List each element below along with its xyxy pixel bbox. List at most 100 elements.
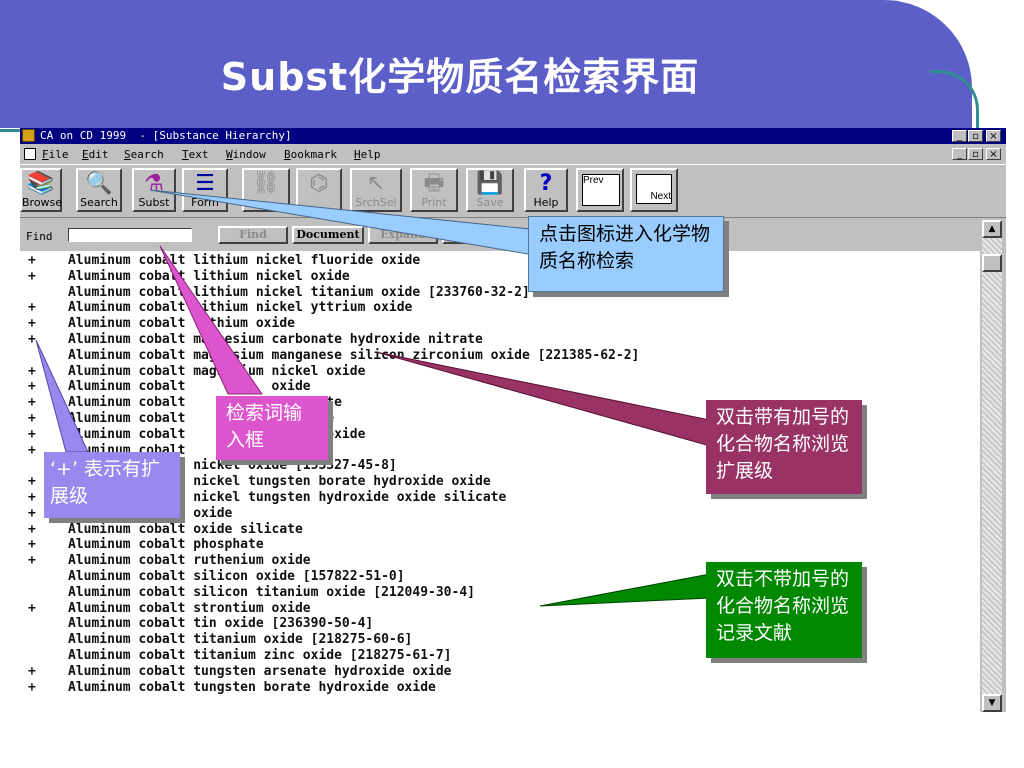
form-lines-icon: ☰: [195, 171, 215, 196]
substance-name: Aluminum cobalt magnesium manganese sili…: [68, 347, 640, 363]
substance-name: Aluminum cobalt silicon oxide [157822-51…: [68, 569, 405, 584]
list-item[interactable]: Aluminum cobalt magnesium manganese sili…: [20, 348, 980, 364]
vertical-scrollbar[interactable]: ▲ ▼: [982, 220, 1002, 712]
toolbar-browse-button[interactable]: 📚 Browse: [20, 168, 62, 212]
app-icon[interactable]: [22, 129, 35, 142]
toolbar-help-button[interactable]: ? Help: [524, 168, 568, 212]
expand-plus-icon: +: [28, 490, 36, 505]
expand-plus-icon: +: [28, 426, 36, 442]
substance-name: Aluminum cobalt oxide: [68, 379, 311, 395]
list-item[interactable]: Aluminum cobalt titanium oxide [218275-6…: [20, 632, 980, 648]
list-item[interactable]: Aluminum cobalt tin oxide [236390-50-4]: [20, 616, 980, 632]
toolbar-next-button[interactable]: Next: [630, 168, 678, 212]
list-item[interactable]: +Aluminum cobalt lithium nickel fluoride…: [20, 253, 980, 269]
substance-name: Aluminum cobalt titanium oxide [218275-6…: [68, 632, 413, 648]
find-button[interactable]: Find: [218, 226, 288, 244]
toolbar-structure-button[interactable]: ⌬: [296, 168, 342, 212]
list-item[interactable]: + Aluminum cobalt lithium oxide: [20, 316, 980, 332]
list-item[interactable]: +Aluminum cobalt tungsten arsenate hydro…: [20, 664, 980, 680]
list-item[interactable]: + Aluminum cobalt oxide: [20, 379, 980, 395]
expand-plus-icon: +: [28, 537, 36, 553]
substance-name: Aluminum cobalt magnesium nickel oxide: [68, 363, 366, 379]
toolbar-subst-button[interactable]: ⚗ Subst: [132, 168, 176, 212]
substance-name: Aluminum cobalt silicon titanium oxide […: [68, 584, 475, 600]
toolbar-label: Help: [533, 196, 559, 209]
list-item[interactable]: + Aluminum cobalt magnesium nickel oxide: [20, 364, 980, 380]
toolbar-label: Browse: [22, 196, 63, 209]
expand-plus-icon: +: [28, 316, 36, 332]
flask-icon: ⚗: [144, 171, 164, 196]
list-item[interactable]: +Aluminum cobalt lithium nickel yttrium …: [20, 300, 980, 316]
substance-name: Aluminum cobalt strontium oxide: [68, 600, 311, 616]
child-close-button[interactable]: ×: [986, 148, 1001, 160]
slide-title-banner: [0, 0, 972, 128]
find-bar: Find Find Document Expand: [20, 220, 980, 250]
list-item[interactable]: Aluminum cobalt silicon oxide [157822-51…: [20, 569, 980, 585]
substance-name: Aluminum cobalt lithium nickel oxide: [68, 268, 350, 284]
list-item[interactable]: +Aluminum cobalt oxide silicate: [20, 522, 980, 538]
menu-window[interactable]: Window: [226, 148, 266, 161]
prev-page-icon: Prev: [582, 174, 620, 206]
expand-plus-icon: +: [28, 411, 36, 426]
scroll-thumb[interactable]: [982, 254, 1002, 272]
menu-edit[interactable]: Edit: [82, 148, 109, 161]
menu-search[interactable]: Search: [124, 148, 164, 161]
window-title: CA on CD 1999 - [Substance Hierarchy]: [40, 129, 292, 142]
list-item[interactable]: +Aluminum cobalt tungsten borate hydroxi…: [20, 680, 980, 696]
close-button[interactable]: ×: [986, 130, 1001, 142]
toolbar-search-button[interactable]: 🔍 Search: [76, 168, 122, 212]
expand-plus-icon: +: [28, 379, 36, 395]
substance-name: Aluminum cobalt lithium oxide: [68, 316, 295, 332]
document-button[interactable]: Document: [292, 226, 364, 244]
next-page-icon: Next: [636, 174, 672, 204]
toolbar-label: Form: [191, 196, 219, 209]
document-menu-icon[interactable]: [24, 148, 36, 160]
child-minimize-button[interactable]: _: [952, 148, 967, 160]
minimize-button[interactable]: _: [952, 130, 967, 142]
list-item[interactable]: Aluminum cobalt silicon titanium oxide […: [20, 585, 980, 601]
menu-text[interactable]: Text: [182, 148, 209, 161]
toolbar-print-button[interactable]: 🖶 Print: [410, 168, 458, 212]
window-titlebar[interactable]: CA on CD 1999 - [Substance Hierarchy] _ …: [20, 128, 1006, 144]
list-item[interactable]: +Aluminum cobalt magnesium carbonate hyd…: [20, 332, 980, 348]
list-item[interactable]: Aluminum cobalt lithium nickel titanium …: [20, 285, 980, 301]
toolbar-save-button[interactable]: 💾 Save: [466, 168, 514, 212]
menu-help[interactable]: Help: [354, 148, 381, 161]
toolbar-srchsel-button[interactable]: ↖ SrchSel: [350, 168, 402, 212]
find-input[interactable]: [68, 228, 192, 242]
list-item[interactable]: Aluminum cobalt titanium zinc oxide [218…: [20, 648, 980, 664]
substance-name: Aluminum cobalt lithium nickel titanium …: [68, 284, 530, 300]
floppy-icon: 💾: [476, 171, 504, 196]
list-item[interactable]: +Aluminum cobalt phosphate: [20, 537, 980, 553]
substance-name: Aluminum cobalt tin oxide [236390-50-4]: [68, 616, 374, 632]
slide-title: Subst化学物质名检索界面: [220, 55, 700, 99]
menu-bookmark[interactable]: Bookmark: [284, 148, 337, 161]
substance-name: Aluminum cobalt magnesium carbonate hydr…: [68, 332, 483, 347]
subst-icon-callout: 点击图标进入化学物质名称检索: [528, 216, 724, 292]
substance-name: Aluminum cobalt ruthenium oxide: [68, 553, 311, 569]
printer-icon: 🖶: [423, 171, 445, 196]
child-maximize-button[interactable]: ▫: [968, 148, 983, 160]
collapse-button[interactable]: [442, 226, 512, 244]
magnifier-icon: 🔍: [85, 171, 113, 196]
toolbar-prev-button[interactable]: Prev: [576, 168, 624, 212]
toolbar-link-button[interactable]: ⛓: [242, 168, 290, 212]
scroll-down-icon[interactable]: ▼: [982, 694, 1002, 712]
toolbar-label: Search: [80, 196, 118, 209]
toolbar: 📚 Browse 🔍 Search ⚗ Subst ☰ Form ⛓ ⌬ ↖ S…: [20, 164, 1006, 218]
expand-plus-icon: +: [28, 268, 36, 284]
toolbar-form-button[interactable]: ☰ Form: [182, 168, 228, 212]
menu-file[interactable]: File: [42, 148, 69, 161]
list-item[interactable]: +Aluminum cobalt ruthenium oxide: [20, 553, 980, 569]
expand-plus-icon: +: [28, 679, 36, 695]
find-box-callout: 检索词输入框: [216, 396, 328, 460]
maximize-button[interactable]: ▫: [968, 130, 983, 142]
expand-plus-icon: +: [28, 505, 36, 521]
toolbar-label: Print: [421, 196, 447, 209]
menu-bar: File Edit Search Text Window Bookmark He…: [20, 145, 1006, 163]
list-item[interactable]: + Aluminum cobalt lithium nickel oxide: [20, 269, 980, 285]
expand-plus-icon: +: [28, 363, 36, 379]
expand-button[interactable]: Expand: [368, 226, 438, 244]
list-item[interactable]: +Aluminum cobalt strontium oxide: [20, 601, 980, 617]
scroll-up-icon[interactable]: ▲: [982, 220, 1002, 238]
